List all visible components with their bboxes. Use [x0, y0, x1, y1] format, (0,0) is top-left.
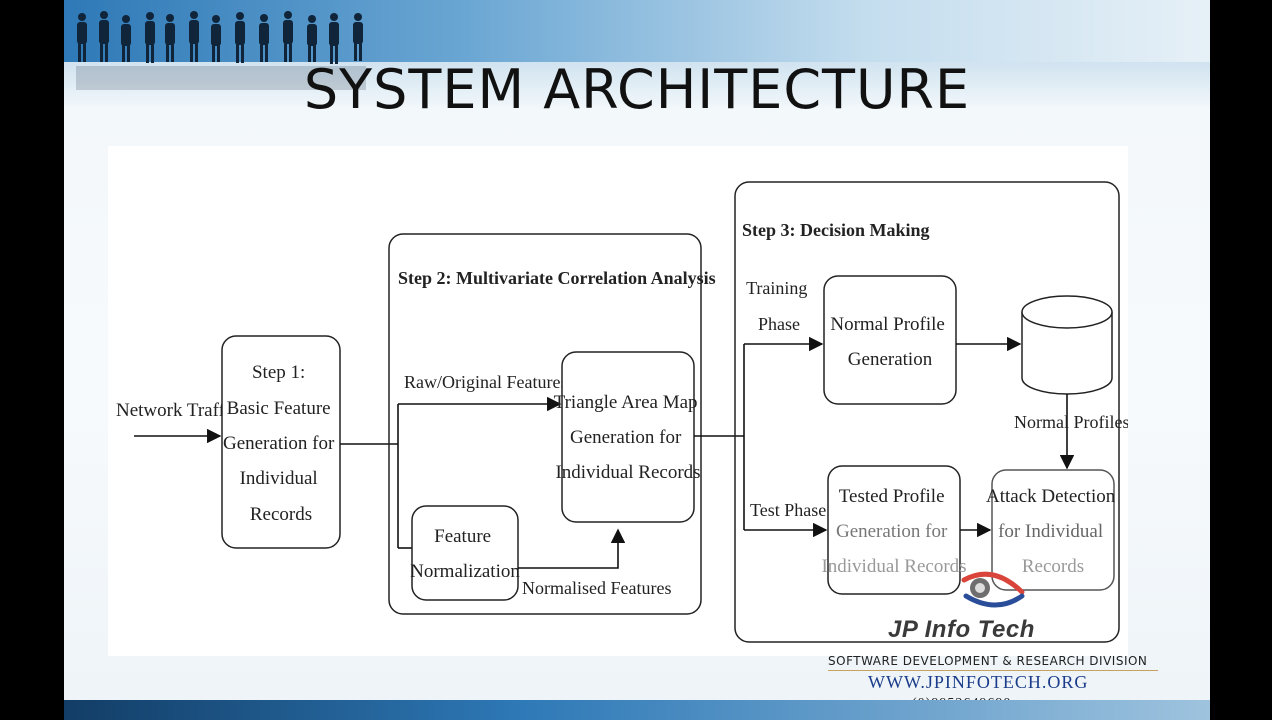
feature-normalization-box	[411, 505, 519, 601]
people-silhouettes	[76, 11, 366, 90]
division-label: SOFTWARE DEVELOPMENT & RESEARCH DIVISION	[828, 654, 1158, 671]
normal-profile-text: Normal Profile Generation	[830, 314, 949, 370]
normal-profiles-label: Normal Profiles	[1014, 412, 1128, 432]
feature-normalization-text: Feature Normalization	[410, 526, 520, 582]
architecture-diagram: Network Traffic Step 1: Basic Feature Ge…	[108, 146, 1128, 656]
normal-profile-box	[823, 275, 957, 405]
brand-name: JP Info Tech	[888, 616, 1035, 643]
step2-container	[388, 233, 702, 615]
database-icon	[1021, 295, 1113, 395]
attack-detection-text: Attack Detection for Individual Records	[986, 486, 1120, 577]
triangle-area-map-box	[561, 351, 695, 523]
raw-features-label: Raw/Original Features	[404, 372, 567, 392]
jp-info-tech-logo-icon	[961, 571, 1025, 608]
slide-title: SYSTEM ARCHITECTURE	[303, 58, 971, 121]
test-phase-label: Test Phase	[750, 500, 826, 520]
slide: SYSTEM ARCHITECTURE Network Traffic Step…	[64, 0, 1210, 720]
footer-band	[64, 700, 1210, 720]
step3-heading: Step 3: Decision Making	[742, 220, 930, 240]
step1-text: Step 1: Basic Feature Generation for Ind…	[223, 362, 339, 525]
training-phase-label: Training Phase	[746, 278, 812, 334]
website-link[interactable]: WWW.JPINFOTECH.ORG	[868, 672, 1089, 692]
attack-detection-box	[991, 469, 1115, 591]
network-traffic-label: Network Traffic	[116, 400, 239, 421]
diagram-canvas: Network Traffic Step 1: Basic Feature Ge…	[116, 181, 1128, 643]
branding-block: JP Info Tech SOFTWARE DEVELOPMENT & RESE…	[828, 571, 1158, 720]
step3-container	[734, 181, 1120, 643]
normalised-features-arrow	[518, 528, 626, 569]
tested-profile-text: Tested Profile Generation for Individual…	[821, 486, 966, 577]
triangle-area-map-text: Triangle Area Map Generation for Individ…	[554, 392, 703, 483]
step1-box	[221, 335, 341, 549]
step2-heading: Step 2: Multivariate Correlation Analysi…	[398, 268, 716, 288]
header-band	[64, 0, 1210, 62]
normalised-features-label: Normalised Features	[522, 578, 671, 598]
